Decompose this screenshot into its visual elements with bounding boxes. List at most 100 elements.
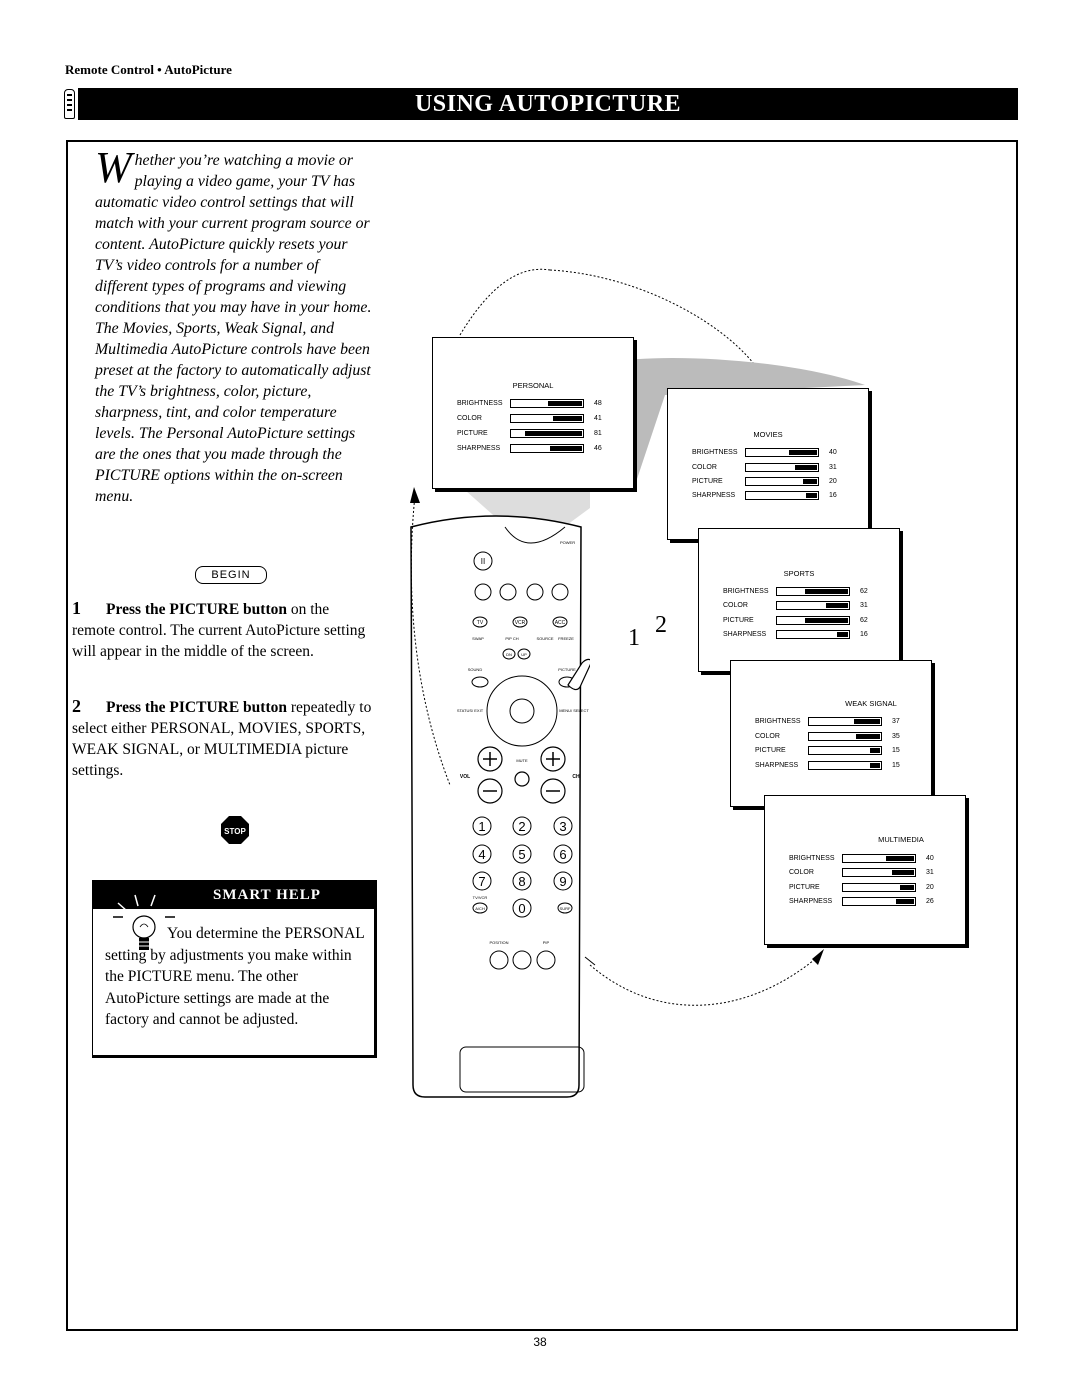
setting-label: BRIGHTNESS bbox=[789, 855, 835, 862]
digit-1: 1 bbox=[478, 819, 485, 834]
level-bar bbox=[805, 493, 817, 498]
remote-control-illustration: POWER II TV VCR ACC SWAP PIP CH SOURCE F… bbox=[410, 475, 590, 1098]
digit-9-button[interactable] bbox=[553, 871, 573, 891]
digit-4: 4 bbox=[478, 847, 485, 862]
smart-help-box: SMART HELP You determine the PERSONAL se… bbox=[92, 880, 377, 1058]
panel-title: PERSONAL bbox=[512, 381, 554, 390]
step-text: on the remote control. The current AutoP… bbox=[72, 601, 366, 660]
status-label: STATUS/ EXIT bbox=[457, 708, 484, 713]
digit-0: 0 bbox=[518, 901, 525, 916]
source-label: SOURCE bbox=[536, 636, 553, 641]
hand-pointer-icon bbox=[567, 658, 590, 691]
setting-label: BRIGHTNESS bbox=[457, 400, 503, 407]
acc-button[interactable] bbox=[552, 616, 568, 628]
setting-label: SHARPNESS bbox=[789, 898, 833, 905]
level-bar bbox=[854, 719, 880, 724]
pip-label: PIP bbox=[543, 940, 550, 945]
freeze-label: FREEZE bbox=[558, 636, 574, 641]
mute-button[interactable] bbox=[514, 771, 530, 787]
power-button[interactable] bbox=[473, 551, 493, 571]
level-bar bbox=[548, 401, 582, 406]
setting-label: BRIGHTNESS bbox=[723, 588, 769, 595]
setting-value: 15 bbox=[892, 762, 900, 769]
digit-7: 7 bbox=[478, 874, 485, 889]
tvvcr-label: TV/VCR bbox=[473, 895, 488, 900]
surf-label: SURF bbox=[560, 906, 571, 911]
step-bold: Press the PICTURE button bbox=[106, 699, 287, 716]
setting-label: PICTURE bbox=[755, 747, 786, 754]
tv-label: TV bbox=[477, 620, 484, 626]
position-label: POSITION bbox=[489, 940, 508, 945]
digit-1-button[interactable] bbox=[472, 816, 492, 836]
pip-center-button[interactable] bbox=[512, 950, 532, 970]
setting-label: SHARPNESS bbox=[755, 762, 799, 769]
digit-6-button[interactable] bbox=[553, 844, 573, 864]
setting-label: BRIGHTNESS bbox=[755, 718, 801, 725]
ach-label: A/CH bbox=[475, 906, 485, 911]
setting-value: 15 bbox=[892, 747, 900, 754]
digit-4-button[interactable] bbox=[472, 844, 492, 864]
setting-value: 46 bbox=[594, 445, 602, 452]
setting-value: 40 bbox=[926, 855, 934, 862]
vcr-button[interactable] bbox=[512, 616, 528, 628]
step-number: 2 bbox=[72, 696, 81, 716]
fast-forward-button[interactable] bbox=[551, 583, 569, 601]
digit-0-button[interactable] bbox=[512, 898, 532, 918]
setting-value: 16 bbox=[829, 492, 837, 499]
stop-button[interactable] bbox=[499, 583, 517, 601]
begin-badge: BEGIN bbox=[195, 566, 267, 584]
setting-value: 26 bbox=[926, 898, 934, 905]
digit-7-button[interactable] bbox=[472, 871, 492, 891]
setting-value: 48 bbox=[594, 400, 602, 407]
ach-button[interactable] bbox=[472, 902, 488, 914]
digit-5-button[interactable] bbox=[512, 844, 532, 864]
smart-help-text: You determine the PERSONAL setting by ad… bbox=[105, 925, 365, 1028]
setting-label: COLOR bbox=[692, 464, 717, 471]
nav-center-button[interactable] bbox=[509, 698, 535, 724]
level-bar bbox=[886, 856, 914, 861]
setting-label: PICTURE bbox=[457, 430, 488, 437]
menu-label: MENU/ SELECT bbox=[559, 708, 589, 713]
level-bar bbox=[826, 603, 848, 608]
up-button[interactable] bbox=[517, 648, 531, 660]
panel-title: WEAK SIGNAL bbox=[845, 699, 897, 708]
setting-value: 41 bbox=[594, 415, 602, 422]
digit-2-button[interactable] bbox=[512, 816, 532, 836]
level-bar bbox=[525, 431, 582, 436]
setting-label: PICTURE bbox=[723, 617, 754, 624]
level-bar bbox=[869, 748, 880, 753]
position-button[interactable] bbox=[489, 950, 509, 970]
content-frame bbox=[66, 140, 1018, 1331]
panel-title: MULTIMEDIA bbox=[878, 835, 924, 844]
step-text: repeatedly to select either PERSONAL, MO… bbox=[72, 699, 372, 779]
dn-button[interactable] bbox=[502, 648, 516, 660]
setting-value: 31 bbox=[829, 464, 837, 471]
digit-6: 6 bbox=[559, 847, 566, 862]
pip-button[interactable] bbox=[536, 950, 556, 970]
sound-button[interactable] bbox=[471, 676, 489, 688]
dropcap: W bbox=[95, 143, 132, 192]
digit-3-button[interactable] bbox=[553, 816, 573, 836]
svg-text:II: II bbox=[481, 557, 485, 566]
page-number: 38 bbox=[533, 1335, 547, 1349]
digit-2: 2 bbox=[518, 819, 525, 834]
digit-5: 5 bbox=[518, 847, 525, 862]
rewind-button[interactable] bbox=[474, 583, 492, 601]
play-button[interactable] bbox=[526, 583, 544, 601]
setting-label: BRIGHTNESS bbox=[692, 449, 738, 456]
level-bar bbox=[836, 632, 848, 637]
vcr-label: VCR bbox=[515, 620, 526, 626]
page-title: USING AUTOPICTURE bbox=[78, 88, 1018, 120]
tv-button[interactable] bbox=[472, 616, 488, 628]
surf-button[interactable] bbox=[557, 902, 573, 914]
level-bar bbox=[869, 763, 880, 768]
setting-label: PICTURE bbox=[692, 478, 723, 485]
setting-value: 62 bbox=[860, 617, 868, 624]
digit-8-button[interactable] bbox=[512, 871, 532, 891]
stop-label: STOP bbox=[224, 827, 246, 836]
level-bar bbox=[553, 416, 582, 421]
